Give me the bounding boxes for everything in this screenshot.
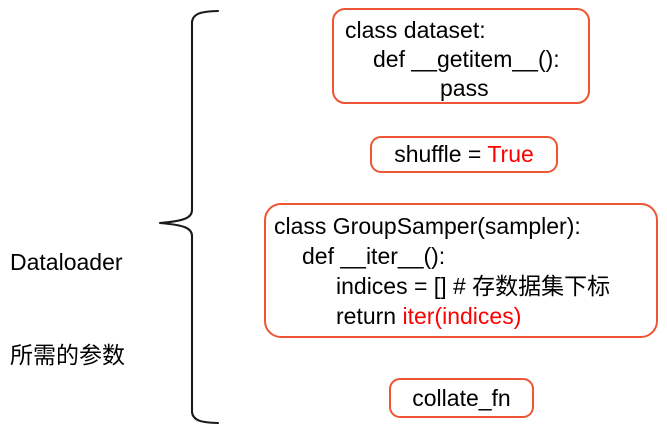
code-line: pass bbox=[440, 75, 489, 101]
code-line: shuffle = True bbox=[394, 141, 534, 168]
code-line: collate_fn bbox=[412, 385, 511, 411]
code-line: class dataset: bbox=[345, 17, 486, 43]
code-line: return iter(indices) bbox=[328, 301, 656, 331]
code-box-groupsamper: class GroupSamper(sampler): def __iter__… bbox=[264, 203, 658, 338]
left-curly-brace-icon bbox=[158, 4, 224, 430]
code-line: indices = [] # 存数据集下标 bbox=[336, 273, 611, 299]
group-label: Dataloader 所需的参数 bbox=[10, 185, 160, 431]
code-box-shuffle: shuffle = True bbox=[370, 136, 558, 173]
code-highlight: iter(indices) bbox=[402, 303, 522, 329]
code-text: return bbox=[336, 303, 403, 329]
code-text: shuffle = bbox=[394, 141, 488, 167]
group-label-line-1: Dataloader bbox=[10, 249, 123, 275]
code-box-dataset: class dataset: def __getitem__(): pass bbox=[332, 8, 590, 104]
code-line: class GroupSamper(sampler): bbox=[274, 213, 581, 239]
code-line: def __getitem__(): bbox=[373, 46, 560, 72]
code-highlight: True bbox=[487, 141, 534, 167]
code-box-collate-fn: collate_fn bbox=[389, 378, 534, 418]
group-label-line-2: 所需的参数 bbox=[10, 342, 125, 368]
code-line: def __iter__(): bbox=[302, 243, 446, 269]
